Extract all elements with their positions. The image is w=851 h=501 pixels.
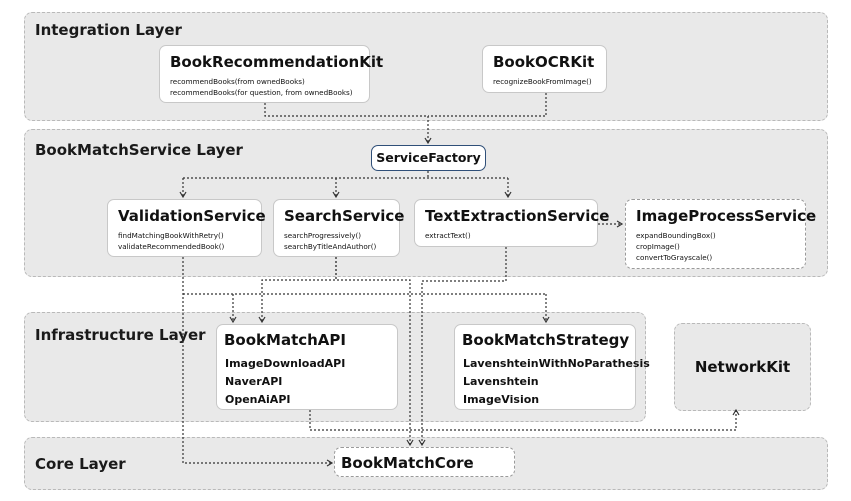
connector-ocr-to-factory xyxy=(428,93,547,117)
bookmatch-api: BookMatchAPI ImageDownloadAPI NaverAPI O… xyxy=(216,324,398,410)
text-extraction-service-title: TextExtractionService xyxy=(425,207,610,225)
service-factory: ServiceFactory xyxy=(371,145,486,171)
network-kit-title: NetworkKit xyxy=(694,358,791,376)
image-process-service-title: ImageProcessService xyxy=(636,207,817,225)
connector-text-to-core xyxy=(418,247,507,447)
bookmatch-core: BookMatchCore xyxy=(334,447,515,477)
method-label: convertToGrayscale() xyxy=(636,253,713,262)
validation-service: ValidationService findMatchingBookWithRe… xyxy=(107,199,266,257)
integration-layer: Integration Layer xyxy=(24,12,828,121)
search-service: SearchService searchProgressively() sear… xyxy=(273,199,404,257)
text-extraction-service: TextExtractionService extractText() xyxy=(414,199,609,247)
connector-search-to-core xyxy=(335,257,414,447)
bookmatch-strategy-title: BookMatchStrategy xyxy=(462,331,630,349)
api-member: NaverAPI xyxy=(225,375,283,388)
method-label: validateRecommendedBook() xyxy=(118,242,225,251)
infrastructure-layer-title: Infrastructure Layer xyxy=(35,326,206,344)
book-recommendation-kit-title: BookRecommendationKit xyxy=(170,53,384,71)
connector-rec-to-factory xyxy=(264,103,432,145)
api-member: ImageDownloadAPI xyxy=(225,357,346,370)
strategy-member: LavenshteinWithNoParathesis xyxy=(463,357,650,370)
method-label: recommendBooks(from ownedBooks) xyxy=(170,77,305,86)
core-layer-title: Core Layer xyxy=(35,455,126,473)
method-label: extractText() xyxy=(425,231,471,240)
method-label: recognizeBookFromImage() xyxy=(493,77,592,86)
service-layer-title: BookMatchService Layer xyxy=(35,141,243,159)
book-recommendation-kit: BookRecommendationKit recommendBooks(fro… xyxy=(159,45,383,103)
image-process-service: ImageProcessService expandBoundingBox() … xyxy=(625,199,816,269)
connector-api-to-network xyxy=(309,408,740,431)
book-ocr-kit: BookOCRKit recognizeBookFromImage() xyxy=(482,45,607,93)
connector-search-to-api xyxy=(258,257,337,324)
method-label: searchByTitleAndAuthor() xyxy=(284,242,377,251)
method-label: searchProgressively() xyxy=(284,231,362,240)
bookmatch-core-title: BookMatchCore xyxy=(341,454,474,472)
book-ocr-kit-title: BookOCRKit xyxy=(493,53,595,71)
search-service-title: SearchService xyxy=(284,207,405,225)
strategy-member: Lavenshtein xyxy=(463,375,539,388)
api-member: OpenAiAPI xyxy=(225,393,291,406)
connector-validation-to-core xyxy=(182,257,334,467)
network-kit: NetworkKit xyxy=(674,323,811,411)
validation-service-title: ValidationService xyxy=(118,207,266,225)
method-label: expandBoundingBox() xyxy=(636,231,716,240)
strategy-member: ImageVision xyxy=(463,393,540,406)
method-label: findMatchingBookWithRetry() xyxy=(118,231,224,240)
integration-layer-title: Integration Layer xyxy=(35,21,182,39)
method-label: recommendBooks(for question, from ownedB… xyxy=(170,88,353,97)
bookmatch-api-title: BookMatchAPI xyxy=(224,331,346,349)
bookmatch-strategy: BookMatchStrategy LavenshteinWithNoParat… xyxy=(454,324,650,410)
method-label: cropImage() xyxy=(636,242,680,251)
